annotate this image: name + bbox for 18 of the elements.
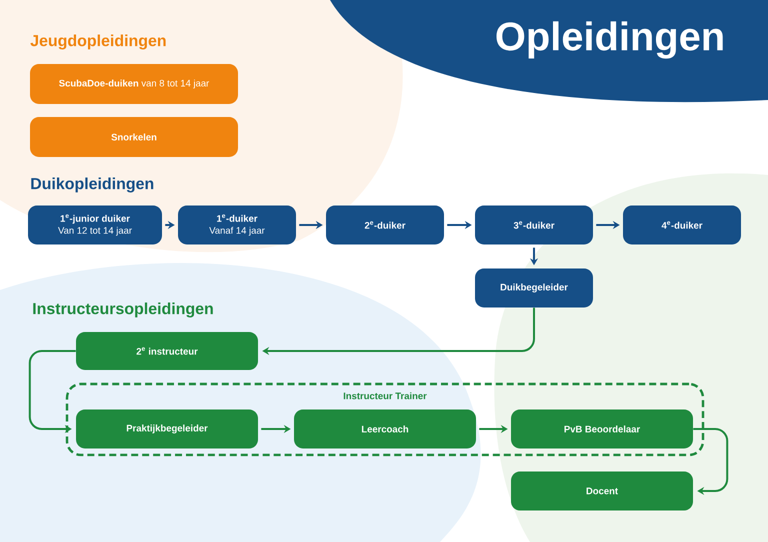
course-box: Duikbegeleider xyxy=(475,268,593,308)
section-heading: Instructeursopleidingen xyxy=(33,302,213,318)
course-box: 1$^{e}$-duiker Vanaf 14 jaar xyxy=(178,206,296,244)
course-box: 1$^{e}$-junior duiker Van 12 tot 14 jaar xyxy=(28,206,162,244)
section-heading: Duikopleidingen xyxy=(31,178,154,192)
course-box: 2$^{e}$ instructeur xyxy=(76,332,258,370)
course-box: Leercoach xyxy=(294,410,476,448)
course-box: 3$^{e}$-duiker xyxy=(475,206,593,244)
course-box: Docent xyxy=(511,472,693,510)
course-box: 2$^{e}$-duiker xyxy=(326,206,444,244)
section-heading: Jeugdopleidingen xyxy=(30,34,166,50)
course-box: 4$^{e}$-duiker xyxy=(623,206,741,244)
course-box: PvB Beoordelaar xyxy=(511,410,693,448)
course-box: ScubaDoe-duiken van 8 tot 14 jaar xyxy=(30,64,238,104)
arrow xyxy=(693,428,728,496)
course-box: Praktijkbegeleider xyxy=(76,410,258,448)
course-box: Snorkelen xyxy=(30,117,238,157)
page-title: Opleidingen xyxy=(496,21,723,59)
